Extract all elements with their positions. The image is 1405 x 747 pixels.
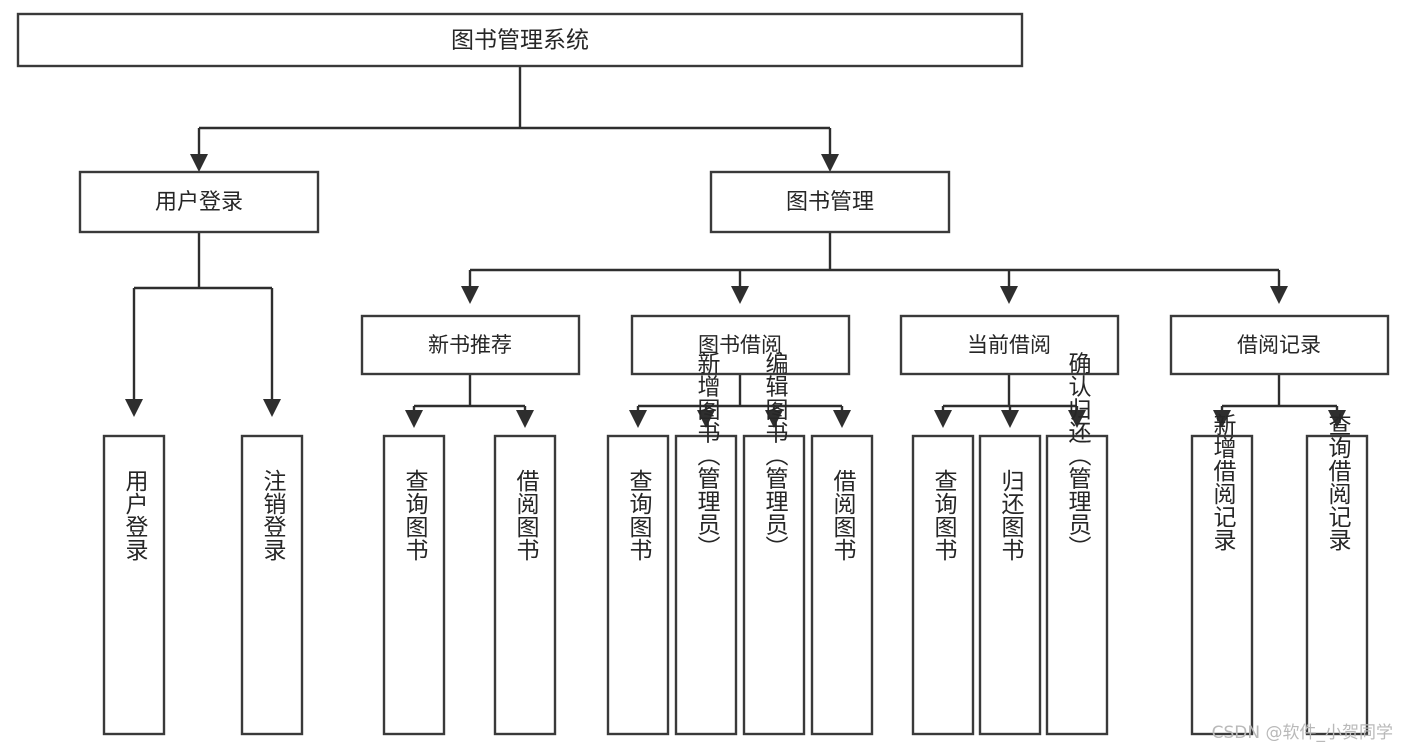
leaf-node-nb-query-book[interactable]: 查询图书 [382,434,446,736]
leaf-bb-edit-book-label: 编辑图书（管理员） [761,352,789,559]
node-new-book-recommend-box[interactable] [360,314,581,376]
leaf-br-query-record-label: 查询借阅记录 [1324,413,1352,551]
leaf-node-logout[interactable]: 注销登录 [240,434,304,736]
leaf-br-add-record-label: 新增借阅记录 [1209,413,1237,551]
node-book-manage-box[interactable] [709,170,951,234]
leaf-node-bb-query-book[interactable]: 查询图书 [606,434,670,736]
leaf-node-bb-add-book[interactable]: 新增图书（管理员） [674,352,738,736]
leaf-node-user-login[interactable]: 用户登录 [102,434,166,736]
arrow-leaf-nb1 [405,410,423,428]
leaf-node-cb-confirm-return[interactable]: 确认归还（管理员） [1045,352,1109,736]
node-book-borrow-box[interactable] [630,314,851,376]
node-borrow-record[interactable]: 借阅记录 [1169,314,1390,376]
leaf-node-nb-borrow-book[interactable]: 借阅图书 [493,434,557,736]
leaf-cb-confirm-return-box[interactable] [1045,434,1109,736]
leaf-node-cb-query-book[interactable]: 查询图书 [911,434,975,736]
leaf-bb-query-book-label: 查询图书 [625,469,653,561]
leaf-logout-box[interactable] [240,434,304,736]
node-user-login-box[interactable] [78,170,320,234]
leaf-nb-query-book-box[interactable] [382,434,446,736]
arrow-book-manage [821,154,839,172]
arrow-borrowrecord [1270,286,1288,304]
node-root-box[interactable] [16,12,1024,68]
leaf-nb-borrow-book-label: 借阅图书 [512,469,540,561]
leaf-user-login-label: 用户登录 [121,469,149,561]
arrow-newbook [461,286,479,304]
leaf-nb-query-book-label: 查询图书 [401,469,429,561]
leaf-bb-add-book-label: 新增图书（管理员） [693,352,721,559]
leaf-br-add-record-box[interactable] [1190,434,1254,736]
node-book-manage[interactable]: 图书管理 [709,170,951,234]
node-current-borrow-label: 当前借阅 [967,333,1051,357]
leaf-br-query-record-box[interactable] [1305,434,1369,736]
node-borrow-record-box[interactable] [1169,314,1390,376]
leaf-cb-return-book-box[interactable] [978,434,1042,736]
node-current-borrow-box[interactable] [899,314,1120,376]
arrow-currentborrow [1000,286,1018,304]
leaf-cb-confirm-return-label: 确认归还（管理员） [1064,352,1092,559]
leaf-bb-borrow-book-box[interactable] [810,434,874,736]
arrow-leaf-nb2 [516,410,534,428]
leaf-bb-query-book-box[interactable] [606,434,670,736]
leaf-cb-query-book-box[interactable] [911,434,975,736]
node-user-login[interactable]: 用户登录 [78,170,320,234]
node-book-borrow-label: 图书借阅 [698,333,782,357]
leaf-nb-borrow-book-box[interactable] [493,434,557,736]
node-current-borrow[interactable]: 当前借阅 [899,314,1120,376]
node-root[interactable]: 图书管理系统 [16,12,1024,68]
leaf-node-cb-return-book[interactable]: 归还图书 [978,434,1042,736]
arrow-leaf-cb1 [934,410,952,428]
leaf-node-br-query-record[interactable]: 查询借阅记录 [1305,413,1369,736]
edge-layer [125,66,1346,428]
arrow-bookborrow [731,286,749,304]
node-new-book-recommend[interactable]: 新书推荐 [360,314,581,376]
node-book-manage-label: 图书管理 [786,190,874,215]
node-user-login-label: 用户登录 [155,190,243,215]
leaf-logout-label: 注销登录 [259,469,287,561]
node-root-label: 图书管理系统 [451,28,589,54]
leaf-node-bb-borrow-book[interactable]: 借阅图书 [810,434,874,736]
leaf-cb-return-book-label: 归还图书 [997,469,1025,561]
arrow-leaf-logout [263,399,281,417]
leaf-bb-add-book-box[interactable] [674,434,738,736]
leaf-user-login-box[interactable] [102,434,166,736]
node-borrow-record-label: 借阅记录 [1237,333,1321,357]
arrow-user-login [190,154,208,172]
leaf-node-br-add-record[interactable]: 新增借阅记录 [1190,413,1254,736]
arrow-leaf-bb1 [629,410,647,428]
arrow-leaf-bb4 [833,410,851,428]
arrow-leaf-cb2 [1001,410,1019,428]
node-book-borrow[interactable]: 图书借阅 [630,314,851,376]
leaf-bb-edit-book-box[interactable] [742,434,806,736]
node-new-book-recommend-label: 新书推荐 [428,333,512,357]
arrow-leaf-user-login [125,399,143,417]
leaf-node-bb-edit-book[interactable]: 编辑图书（管理员） [742,352,806,736]
leaf-cb-query-book-label: 查询图书 [930,469,958,561]
leaf-bb-borrow-book-label: 借阅图书 [829,469,857,561]
